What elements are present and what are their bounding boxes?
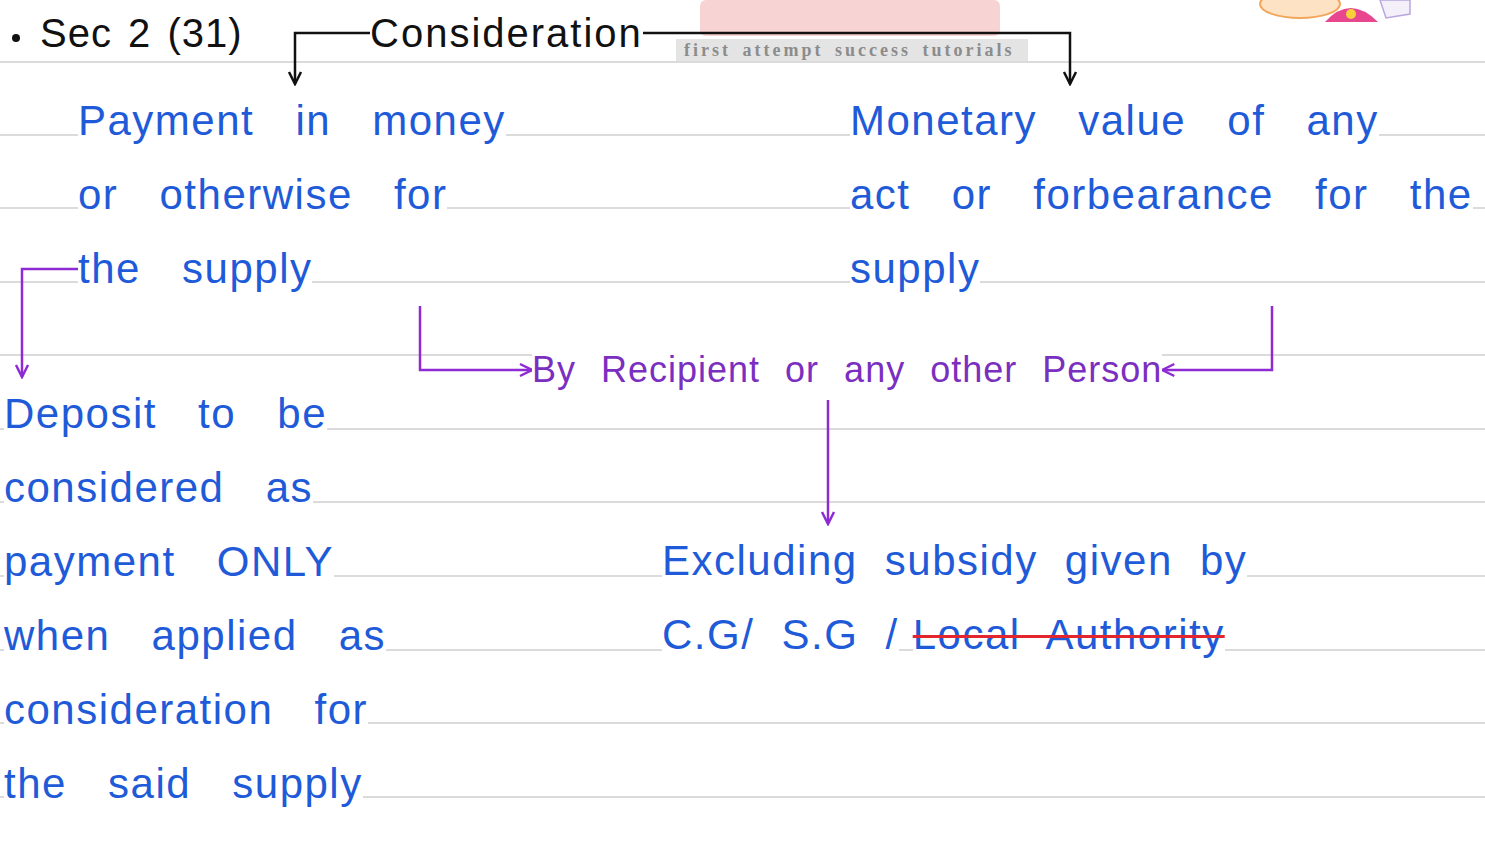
struck-text: Local Authority — [913, 611, 1225, 658]
connector-arrow — [420, 306, 532, 370]
node-text: Monetary value of any act or forbearance… — [850, 97, 1473, 292]
connector-arrow — [827, 400, 830, 524]
section-ref: Sec 2 (31) — [40, 8, 243, 58]
payer-note: By Recipient or any other Person — [532, 340, 1162, 400]
node-text: By Recipient or any other Person — [532, 349, 1162, 390]
deposit-note: Deposit to be considered as payment ONLY… — [4, 377, 404, 821]
connector-arrow — [1162, 306, 1272, 370]
logo-shapes — [676, 0, 1410, 61]
definition-part: Payment in money or otherwise for the su… — [78, 84, 548, 306]
connector-arrow — [22, 269, 78, 377]
connector-arrow — [643, 33, 1070, 84]
definition-part: Monetary value of any act or forbearance… — [850, 84, 1478, 306]
connector-arrow — [295, 33, 370, 84]
node-text: Consideration — [370, 11, 643, 55]
node-text: Deposit to be considered as payment ONLY… — [4, 390, 386, 807]
bullet-dot — [12, 34, 20, 42]
node-text: Payment in money or otherwise for the su… — [78, 97, 506, 292]
heading-node: Consideration — [370, 8, 643, 58]
exclusion-note: Excluding subsidy given by C.G/ S.G /Loc… — [662, 524, 1302, 672]
watermark: first attempt success tutorials — [684, 40, 1014, 60]
